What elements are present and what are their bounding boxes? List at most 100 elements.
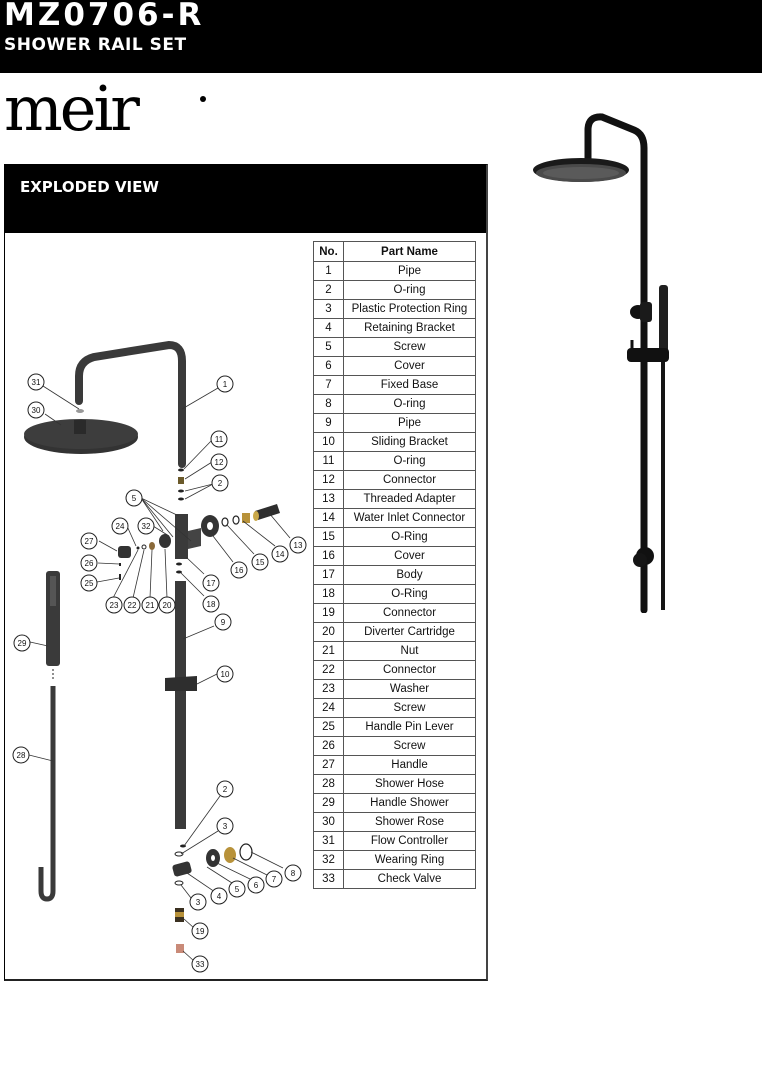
callout-22: 22	[123, 596, 141, 614]
part-number: 17	[313, 565, 344, 585]
part-name: Washer	[343, 679, 476, 699]
part-number: 28	[313, 774, 344, 794]
part-name: Diverter Cartridge	[343, 622, 476, 642]
exploded-diagram: 31 30 1 11 12 2 5 32 24 27 26 25 23 22 2…	[12, 340, 307, 973]
callout-15: 15	[251, 553, 269, 571]
svg-text:32: 32	[142, 522, 151, 531]
body-17-shape	[175, 514, 188, 559]
svg-text:31: 31	[32, 378, 41, 387]
part-number: 14	[313, 508, 344, 528]
model-number: MZ0706-R	[4, 0, 205, 33]
svg-text:19: 19	[196, 927, 205, 936]
part-name: Screw	[343, 337, 476, 357]
callout-5: 5	[125, 489, 143, 507]
callout-31: 31	[27, 373, 45, 391]
brand-logo-dot	[200, 96, 206, 102]
part-name: Retaining Bracket	[343, 318, 476, 338]
part-number: 31	[313, 831, 344, 851]
part-number: 3	[313, 299, 344, 319]
part-number: 9	[313, 413, 344, 433]
part-number: 19	[313, 603, 344, 623]
part-name: O-ring	[343, 394, 476, 414]
callout-13: 13	[289, 536, 307, 554]
callout-5b: 5	[228, 880, 246, 898]
svg-text:12: 12	[215, 458, 224, 467]
part-name: Flow Controller	[343, 831, 476, 851]
svg-text:21: 21	[146, 601, 155, 610]
part-name: Plastic Protection Ring	[343, 299, 476, 319]
callout-25: 25	[80, 574, 98, 592]
part-name: Cover	[343, 546, 476, 566]
callout-1: 1	[216, 375, 234, 393]
pipe-9-shape	[175, 581, 186, 829]
callout-16: 16	[230, 561, 248, 579]
part-number: 7	[313, 375, 344, 395]
callout-7: 7	[265, 870, 283, 888]
callout-32: 32	[137, 517, 155, 535]
callout-33: 33	[191, 955, 209, 973]
part-number: 26	[313, 736, 344, 756]
svg-text:23: 23	[110, 601, 119, 610]
callout-27: 27	[80, 532, 98, 550]
part-number: 12	[313, 470, 344, 490]
svg-text:13: 13	[294, 541, 303, 550]
part-name: Cover	[343, 356, 476, 376]
brand-logo: meir	[4, 72, 140, 145]
part-name: Screw	[343, 698, 476, 718]
callout-21: 21	[141, 596, 159, 614]
part-number: 25	[313, 717, 344, 737]
part-name: Pipe	[343, 261, 476, 281]
callout-9: 9	[214, 613, 232, 631]
svg-text:6: 6	[254, 881, 259, 890]
callout-12: 12	[210, 453, 228, 471]
callout-26: 26	[80, 554, 98, 572]
part-number: 23	[313, 679, 344, 699]
part-name: Water Inlet Connector	[343, 508, 476, 528]
svg-text:8: 8	[291, 869, 296, 878]
part-number: 15	[313, 527, 344, 547]
part-number: 29	[313, 793, 344, 813]
pipe-1-shape	[75, 340, 186, 468]
title-bar: MZ0706-R SHOWER RAIL SET	[0, 0, 762, 73]
svg-text:14: 14	[276, 550, 285, 559]
svg-text:18: 18	[207, 600, 216, 609]
part-number: 6	[313, 356, 344, 376]
callout-20: 20	[158, 596, 176, 614]
svg-text:2: 2	[223, 785, 228, 794]
svg-text:7: 7	[272, 875, 277, 884]
exploded-view-title: EXPLODED VIEW	[20, 178, 159, 196]
svg-text:3: 3	[196, 898, 201, 907]
svg-text:29: 29	[18, 639, 27, 648]
part-number: 20	[313, 622, 344, 642]
part-name: Shower Rose	[343, 812, 476, 832]
part-number: 10	[313, 432, 344, 452]
callout-14: 14	[271, 545, 289, 563]
part-name: O-Ring	[343, 584, 476, 604]
part-number: 16	[313, 546, 344, 566]
callout-24: 24	[111, 517, 129, 535]
svg-text:11: 11	[215, 435, 224, 444]
part-number: 2	[313, 280, 344, 300]
part-name: Shower Hose	[343, 774, 476, 794]
part-number: 13	[313, 489, 344, 509]
part-name: Handle Shower	[343, 793, 476, 813]
callout-23: 23	[105, 596, 123, 614]
parts-table-header: No. Part Name	[313, 241, 476, 262]
